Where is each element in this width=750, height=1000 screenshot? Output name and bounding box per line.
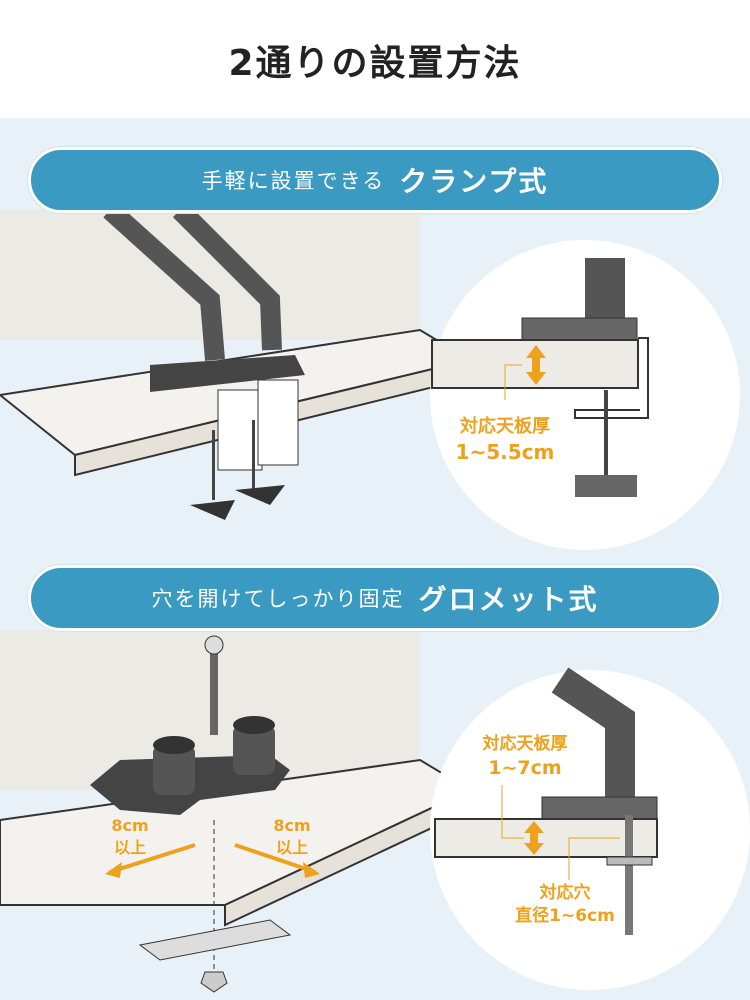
clamp-knob-2	[235, 485, 285, 505]
grommet-name: グロメット式	[418, 583, 599, 616]
clamp-subtitle: 手軽に設置できる	[201, 169, 386, 193]
clamp-plate-1	[217, 389, 263, 471]
clamp-banner: 手軽に設置できる クランプ式	[28, 147, 722, 213]
page-title: 2通りの設置方法	[228, 43, 522, 84]
grommet-hole-range: 直径1~6cm	[515, 905, 615, 926]
clearance-right: 8cm 以上	[262, 815, 322, 858]
clearance-left: 8cm 以上	[100, 815, 160, 858]
nut	[200, 971, 228, 993]
monitor-arm-2	[172, 202, 282, 351]
grommet-subtitle: 穴を開けてしっかり固定	[151, 587, 405, 611]
clamp-name: クランプ式	[399, 165, 549, 198]
grommet-thickness-label: 対応天板厚 1~7cm	[470, 733, 580, 782]
bolt	[210, 645, 218, 735]
grommet-thickness-title: 対応天板厚	[482, 734, 568, 754]
clamp-detail-circle	[430, 240, 740, 550]
clearance-left-value: 8cm	[111, 816, 149, 835]
clamp-base	[150, 355, 305, 392]
grommet-thickness-range: 1~7cm	[488, 756, 562, 779]
clamp-thickness-title: 対応天板厚	[460, 416, 550, 437]
grommet-hole-title: 対応穴	[539, 883, 591, 903]
clamp-thickness-range: 1~5.5cm	[455, 440, 555, 465]
clamp-plate-2	[257, 379, 299, 466]
thickness-arrow-icon	[526, 345, 546, 385]
clearance-right-suffix: 以上	[275, 837, 308, 857]
grommet-banner: 穴を開けてしっかり固定 グロメット式	[28, 565, 722, 631]
clamp-knob-1	[190, 500, 235, 520]
header-area	[0, 0, 750, 118]
monitor-arm-1	[103, 202, 225, 361]
clamp-thickness-label: 対応天板厚 1~5.5cm	[450, 415, 560, 466]
clearance-left-suffix: 以上	[113, 837, 146, 857]
grommet-hole-label: 対応穴 直径1~6cm	[510, 882, 620, 928]
wall-shadow	[0, 210, 420, 340]
backing-plate	[138, 919, 292, 961]
clearance-right-value: 8cm	[273, 816, 311, 835]
